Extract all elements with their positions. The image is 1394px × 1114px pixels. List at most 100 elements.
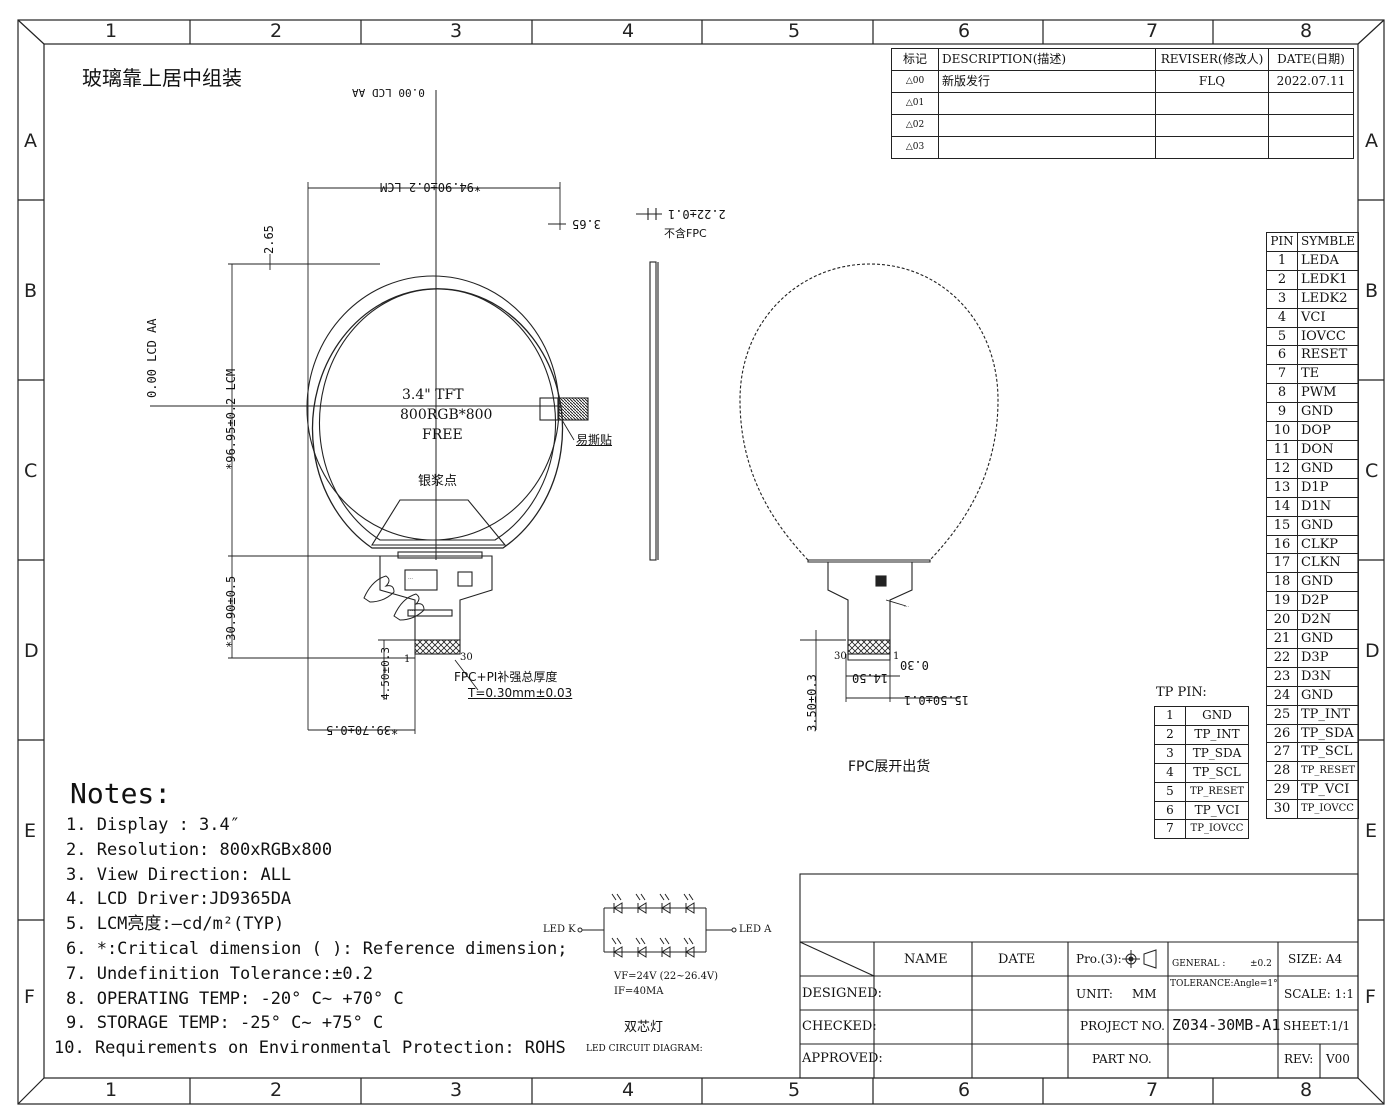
- pin-number: 14: [1266, 496, 1298, 517]
- pin-symbol: TP_VCI: [1296, 780, 1360, 801]
- fpc-dim-15-50: 15.50±0.1: [904, 693, 970, 707]
- tp-pin-number: 7: [1154, 819, 1186, 840]
- column-label: 6: [958, 1079, 971, 1101]
- pin-symbol: CLKP: [1296, 534, 1360, 555]
- led-diode-icon: [613, 946, 623, 958]
- note-item: 3. View Direction: ALL: [66, 864, 292, 885]
- column-label: 7: [1146, 20, 1159, 42]
- pin-symbol: D3P: [1296, 647, 1360, 668]
- pin-symbol: GND: [1296, 629, 1360, 649]
- tb-sheet: SHEET:1/1: [1283, 1019, 1351, 1033]
- pin-number: 20: [1266, 610, 1298, 631]
- rev-mark: △01: [891, 92, 939, 115]
- lcd-aa-top-label: 0.00 LCD AA: [352, 86, 425, 99]
- pin-number: 8: [1266, 383, 1298, 404]
- tp-pin-symbol: TP_INT: [1185, 724, 1249, 745]
- pin-table-header-symbol: SYMBLE: [1296, 232, 1360, 252]
- led-k-label: LED K: [543, 924, 576, 935]
- pin-symbol: LEDK2: [1296, 288, 1360, 309]
- tb-unit-value: MM: [1132, 987, 1157, 1001]
- note-item: 2. Resolution: 800xRGBx800: [66, 839, 333, 860]
- pin-symbol: LEDK1: [1296, 269, 1360, 290]
- pin-number: 9: [1266, 402, 1298, 423]
- pin-symbol: CLKN: [1296, 553, 1360, 574]
- rev-reviser: [1155, 92, 1269, 115]
- side-thickness-dimension: 2.22±0.1: [668, 207, 726, 221]
- pin-number: 13: [1266, 477, 1298, 498]
- pin-symbol: PWM: [1296, 383, 1360, 404]
- led-dual-chip-label: 双芯灯: [624, 1020, 664, 1035]
- rev-header-date: DATE(日期): [1268, 48, 1354, 71]
- pin-number: 23: [1266, 666, 1298, 687]
- tb-projection-label: Pro.(3):: [1076, 952, 1122, 966]
- tb-rev-label: REV:: [1284, 1052, 1314, 1066]
- row-label: A: [24, 130, 37, 152]
- column-label: 8: [1300, 1079, 1313, 1101]
- column-label: 4: [622, 20, 635, 42]
- pin-number: 1: [1266, 250, 1298, 271]
- pin-symbol: TE: [1296, 364, 1360, 385]
- rev-description: [938, 92, 1156, 115]
- pin-number: 12: [1266, 458, 1298, 479]
- tb-project-label: PROJECT NO.: [1080, 1019, 1165, 1033]
- pin-symbol: TP_RESET: [1296, 761, 1360, 782]
- row-label: A: [1365, 130, 1378, 152]
- rev-description: [938, 136, 1156, 159]
- led-emission-icon: [635, 893, 646, 901]
- led-diode-icon: [685, 946, 695, 958]
- pin-symbol: GND: [1296, 572, 1360, 593]
- pin-symbol: TP_IOVCC: [1296, 799, 1360, 820]
- pin-symbol: D2P: [1296, 591, 1360, 612]
- panel-label-free: FREE: [422, 427, 463, 443]
- led-diode-icon: [661, 902, 671, 914]
- easy-tear-label: 易撕贴: [576, 433, 613, 447]
- tb-approved: APPROVED:: [802, 1051, 883, 1066]
- note-item: 8. OPERATING TEMP: -20° C~ +70° C: [66, 988, 404, 1009]
- dim-2-65: 2.65: [262, 225, 276, 254]
- pin-number: 19: [1266, 591, 1298, 612]
- tb-size: SIZE: A4: [1288, 952, 1343, 966]
- column-label: 5: [788, 1079, 801, 1101]
- rev-header-description: DESCRIPTION(描述): [938, 48, 1156, 71]
- tp-pin-symbol: TP_SDA: [1185, 743, 1249, 764]
- pin-number: 18: [1266, 572, 1298, 593]
- pin-number: 27: [1266, 742, 1298, 763]
- row-label: D: [24, 640, 39, 662]
- dim-3-65: 3.65: [572, 217, 601, 231]
- row-label: F: [24, 986, 35, 1008]
- pin-number: 5: [1266, 326, 1298, 347]
- led-diode-icon: [661, 946, 671, 958]
- led-emission-icon: [611, 937, 622, 945]
- tb-date-header: DATE: [998, 952, 1036, 967]
- fpc-pin30-label: 30: [834, 651, 847, 662]
- pin-symbol: GND: [1296, 515, 1360, 536]
- pin-number: 7: [1266, 364, 1298, 385]
- led-diode-icon: [637, 902, 647, 914]
- tp-pin-number: 3: [1154, 743, 1186, 764]
- led-diodes: [611, 893, 695, 958]
- pin-number: 11: [1266, 439, 1298, 460]
- fpc-stiffener-note: …: [904, 603, 909, 609]
- row-label: B: [1365, 280, 1379, 302]
- tp-pin-number: 1: [1154, 706, 1186, 726]
- column-label: 2: [270, 1079, 283, 1101]
